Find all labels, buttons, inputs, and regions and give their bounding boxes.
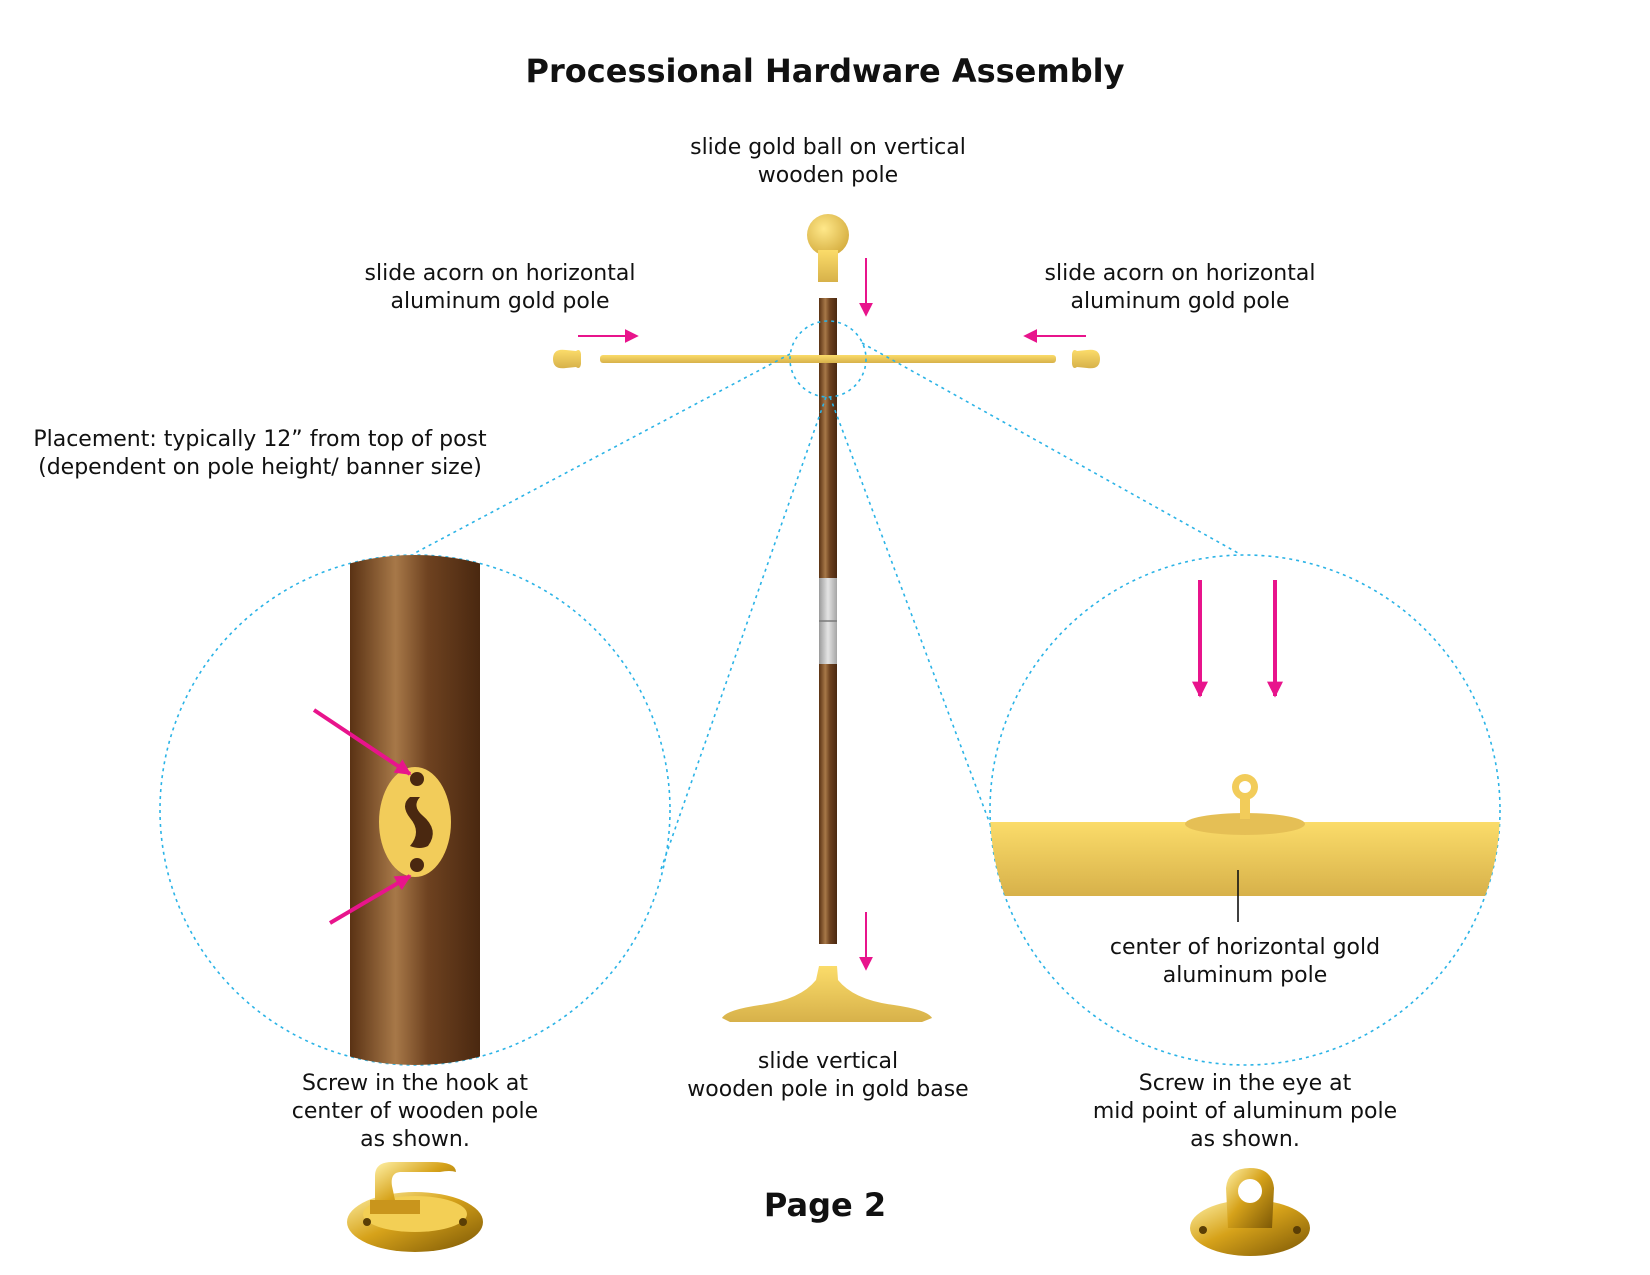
label-placement: Placement: typically 12” from top of pos…: [33, 427, 487, 480]
label-acorn-left: slide acorn on horizontal aluminum gold …: [364, 261, 636, 314]
label-acorn-right: slide acorn on horizontal aluminum gold …: [1044, 261, 1316, 314]
hook-icon: [347, 1162, 483, 1252]
page-number: Page 2: [763, 1186, 887, 1224]
gold-ball-icon: [807, 214, 849, 282]
eye-icon: [1190, 1168, 1310, 1256]
label-gold-ball: slide gold ball on vertical wooden pole: [690, 135, 966, 188]
acorn-icon: [553, 349, 581, 369]
label-base: slide vertical wooden pole in gold base: [687, 1049, 969, 1102]
vertical-wooden-pole: [819, 298, 837, 944]
label-eye: Screw in the eye at mid point of aluminu…: [1092, 1071, 1398, 1152]
eye-detail: [990, 774, 1500, 896]
hook-detail: [350, 555, 480, 1065]
diagram-title: Processional Hardware Assembly: [525, 52, 1125, 90]
arrow-hook-top: [312, 708, 412, 776]
label-hook: Screw in the hook at center of wooden po…: [291, 1071, 539, 1152]
horizontal-gold-pole: [600, 355, 1056, 363]
label-center-pole: center of horizontal gold aluminum pole: [1109, 935, 1381, 988]
arrow-hook-bottom: [328, 874, 412, 925]
base-icon: [722, 966, 932, 1022]
acorn-icon: [1072, 349, 1100, 369]
